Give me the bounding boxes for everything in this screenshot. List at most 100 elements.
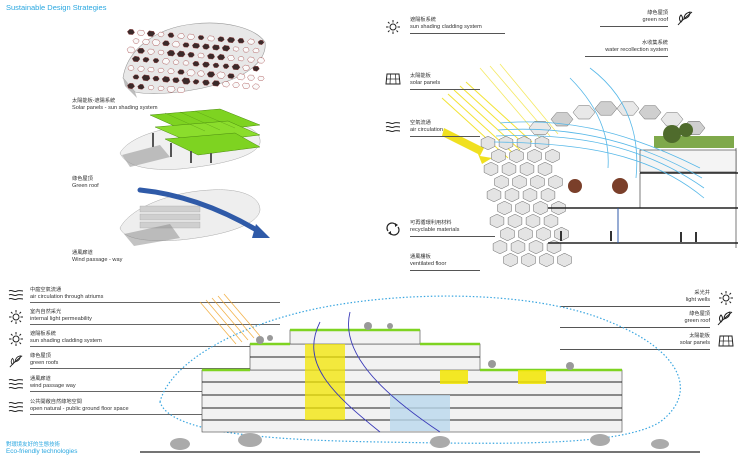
label-en: recyclable materials: [410, 227, 460, 233]
cladding-cell: [533, 200, 548, 216]
cladding-cell: [227, 55, 235, 61]
legend-zh: 公共開敞自然綠地空間: [30, 399, 82, 405]
cladding-cell: [127, 65, 135, 71]
cladding-cell: [515, 200, 530, 216]
leaf-icon: [676, 10, 694, 26]
cladding-cell: [216, 71, 226, 79]
leaf-icon: [8, 354, 24, 368]
label-recyclable: 可再循環利用材料 recyclable materials: [410, 220, 459, 234]
cladding-cell: [252, 65, 260, 72]
label-ventilated-floor: 通風樓板 ventilated floor: [410, 254, 446, 268]
label-air-circulation: 空氣流通 air circulation: [410, 120, 443, 134]
cladding-cell: [546, 239, 562, 255]
cladding-cell: [543, 213, 559, 229]
cladding-cell: [157, 68, 165, 74]
label-solar-panels: 太陽能板 solar panels: [410, 73, 440, 87]
cladding-cell: [131, 55, 141, 62]
label-sun-shading: 遮陽板系統 sun shading cladding system: [410, 17, 482, 31]
cladding-cell: [127, 82, 135, 90]
page-title: Sustainable Design Strategies: [6, 3, 107, 12]
cladding-cell: [638, 105, 662, 120]
cladding-cell: [147, 66, 155, 73]
cladding-cell: [226, 36, 236, 44]
cladding-cell: [212, 44, 220, 51]
label-en: solar panels: [410, 80, 441, 86]
cladding-cell: [157, 85, 165, 92]
cladding-cell: [182, 42, 190, 48]
cladding-cell: [241, 82, 251, 89]
cladding-cell: [137, 65, 145, 72]
cladding-cell: [572, 105, 596, 120]
cladding-cell: [507, 213, 523, 229]
cladding-cell: [216, 53, 226, 61]
cladding-cell: [534, 135, 550, 151]
cladding-cell: [237, 56, 245, 62]
legend-en: internal light permeability: [30, 316, 92, 322]
cladding-cell: [512, 174, 527, 190]
cladding-cell: [152, 58, 160, 64]
cladding-cell: [137, 47, 145, 54]
label-en: sun shading cladding system: [410, 24, 482, 30]
cladding-cell: [211, 80, 221, 87]
cladding-cell: [527, 148, 542, 164]
legend-en: air circulation through atriums: [30, 294, 104, 300]
cladding-cell: [237, 38, 245, 44]
label-en: air circulation: [410, 127, 443, 133]
legend-green-roof: 綠色屋頂 green roof: [620, 311, 711, 325]
cladding-cell: [594, 101, 618, 116]
cladding-cell: [137, 83, 145, 90]
cladding-cell: [177, 33, 185, 39]
footer-zh: 對環境友好的生態技術: [6, 442, 60, 448]
cladding-cell: [197, 70, 205, 77]
legend-en: light wells: [685, 297, 710, 303]
cladding-cell: [548, 174, 563, 190]
strategy-zh: 通風廊道: [72, 250, 93, 256]
cladding-cell: [202, 79, 210, 86]
strategy-en: Solar panels - sun shading system: [72, 105, 158, 111]
cladding-cell: [510, 239, 526, 255]
cladding-cell: [509, 148, 524, 164]
legend-zh: 中庭空氣流通: [30, 287, 62, 293]
label-zh: 可再循環利用材料: [410, 220, 452, 226]
cladding-cell: [539, 252, 554, 268]
legend-en: sun shading cladding system: [30, 338, 102, 344]
cladding-cell: [480, 135, 496, 151]
legend-en: green roof: [684, 318, 711, 324]
cladding-cell: [147, 85, 155, 91]
cladding-cell: [207, 53, 215, 60]
cladding-cell: [192, 42, 200, 49]
label-zh: 水收集系統: [642, 40, 668, 46]
strategy-label-wind-passage: 通風廊道 Wind passage - way: [72, 250, 122, 264]
label-en: green roof: [642, 17, 669, 23]
cladding-cell: [192, 79, 200, 85]
label-zh: 太陽能板: [410, 73, 431, 79]
cladding-cell: [501, 161, 517, 177]
cladding-cell: [177, 69, 185, 75]
cladding-cell: [192, 60, 200, 67]
footer-en: Eco-friendly technologies: [6, 448, 78, 455]
wind-icon: [8, 400, 24, 414]
cladding-cell: [236, 73, 246, 81]
cladding-cell: [167, 32, 175, 38]
legend-light-wells: 采光井 light wells: [620, 290, 710, 304]
wind-icon: [8, 288, 24, 302]
main-section-illustration: [140, 293, 700, 453]
cladding-cell: [498, 135, 514, 151]
label-water-recollection: 水收集系統 water recollection system: [568, 40, 668, 54]
cladding-cell: [257, 75, 265, 81]
cladding-cell: [518, 226, 533, 242]
cladding-cell: [557, 252, 572, 268]
cladding-cell: [252, 83, 260, 90]
strategy-zh: 綠色屋頂: [72, 176, 93, 182]
cladding-cell: [202, 43, 210, 50]
cladding-cell: [227, 73, 235, 79]
cladding-cell: [161, 58, 171, 65]
cladding-cell: [136, 29, 146, 36]
legend-zh: 綠色屋頂: [689, 311, 710, 317]
cladding-cell: [489, 213, 505, 229]
cladding-cell: [256, 57, 265, 64]
cladding-cell: [232, 46, 240, 52]
cladding-cell: [528, 121, 552, 135]
